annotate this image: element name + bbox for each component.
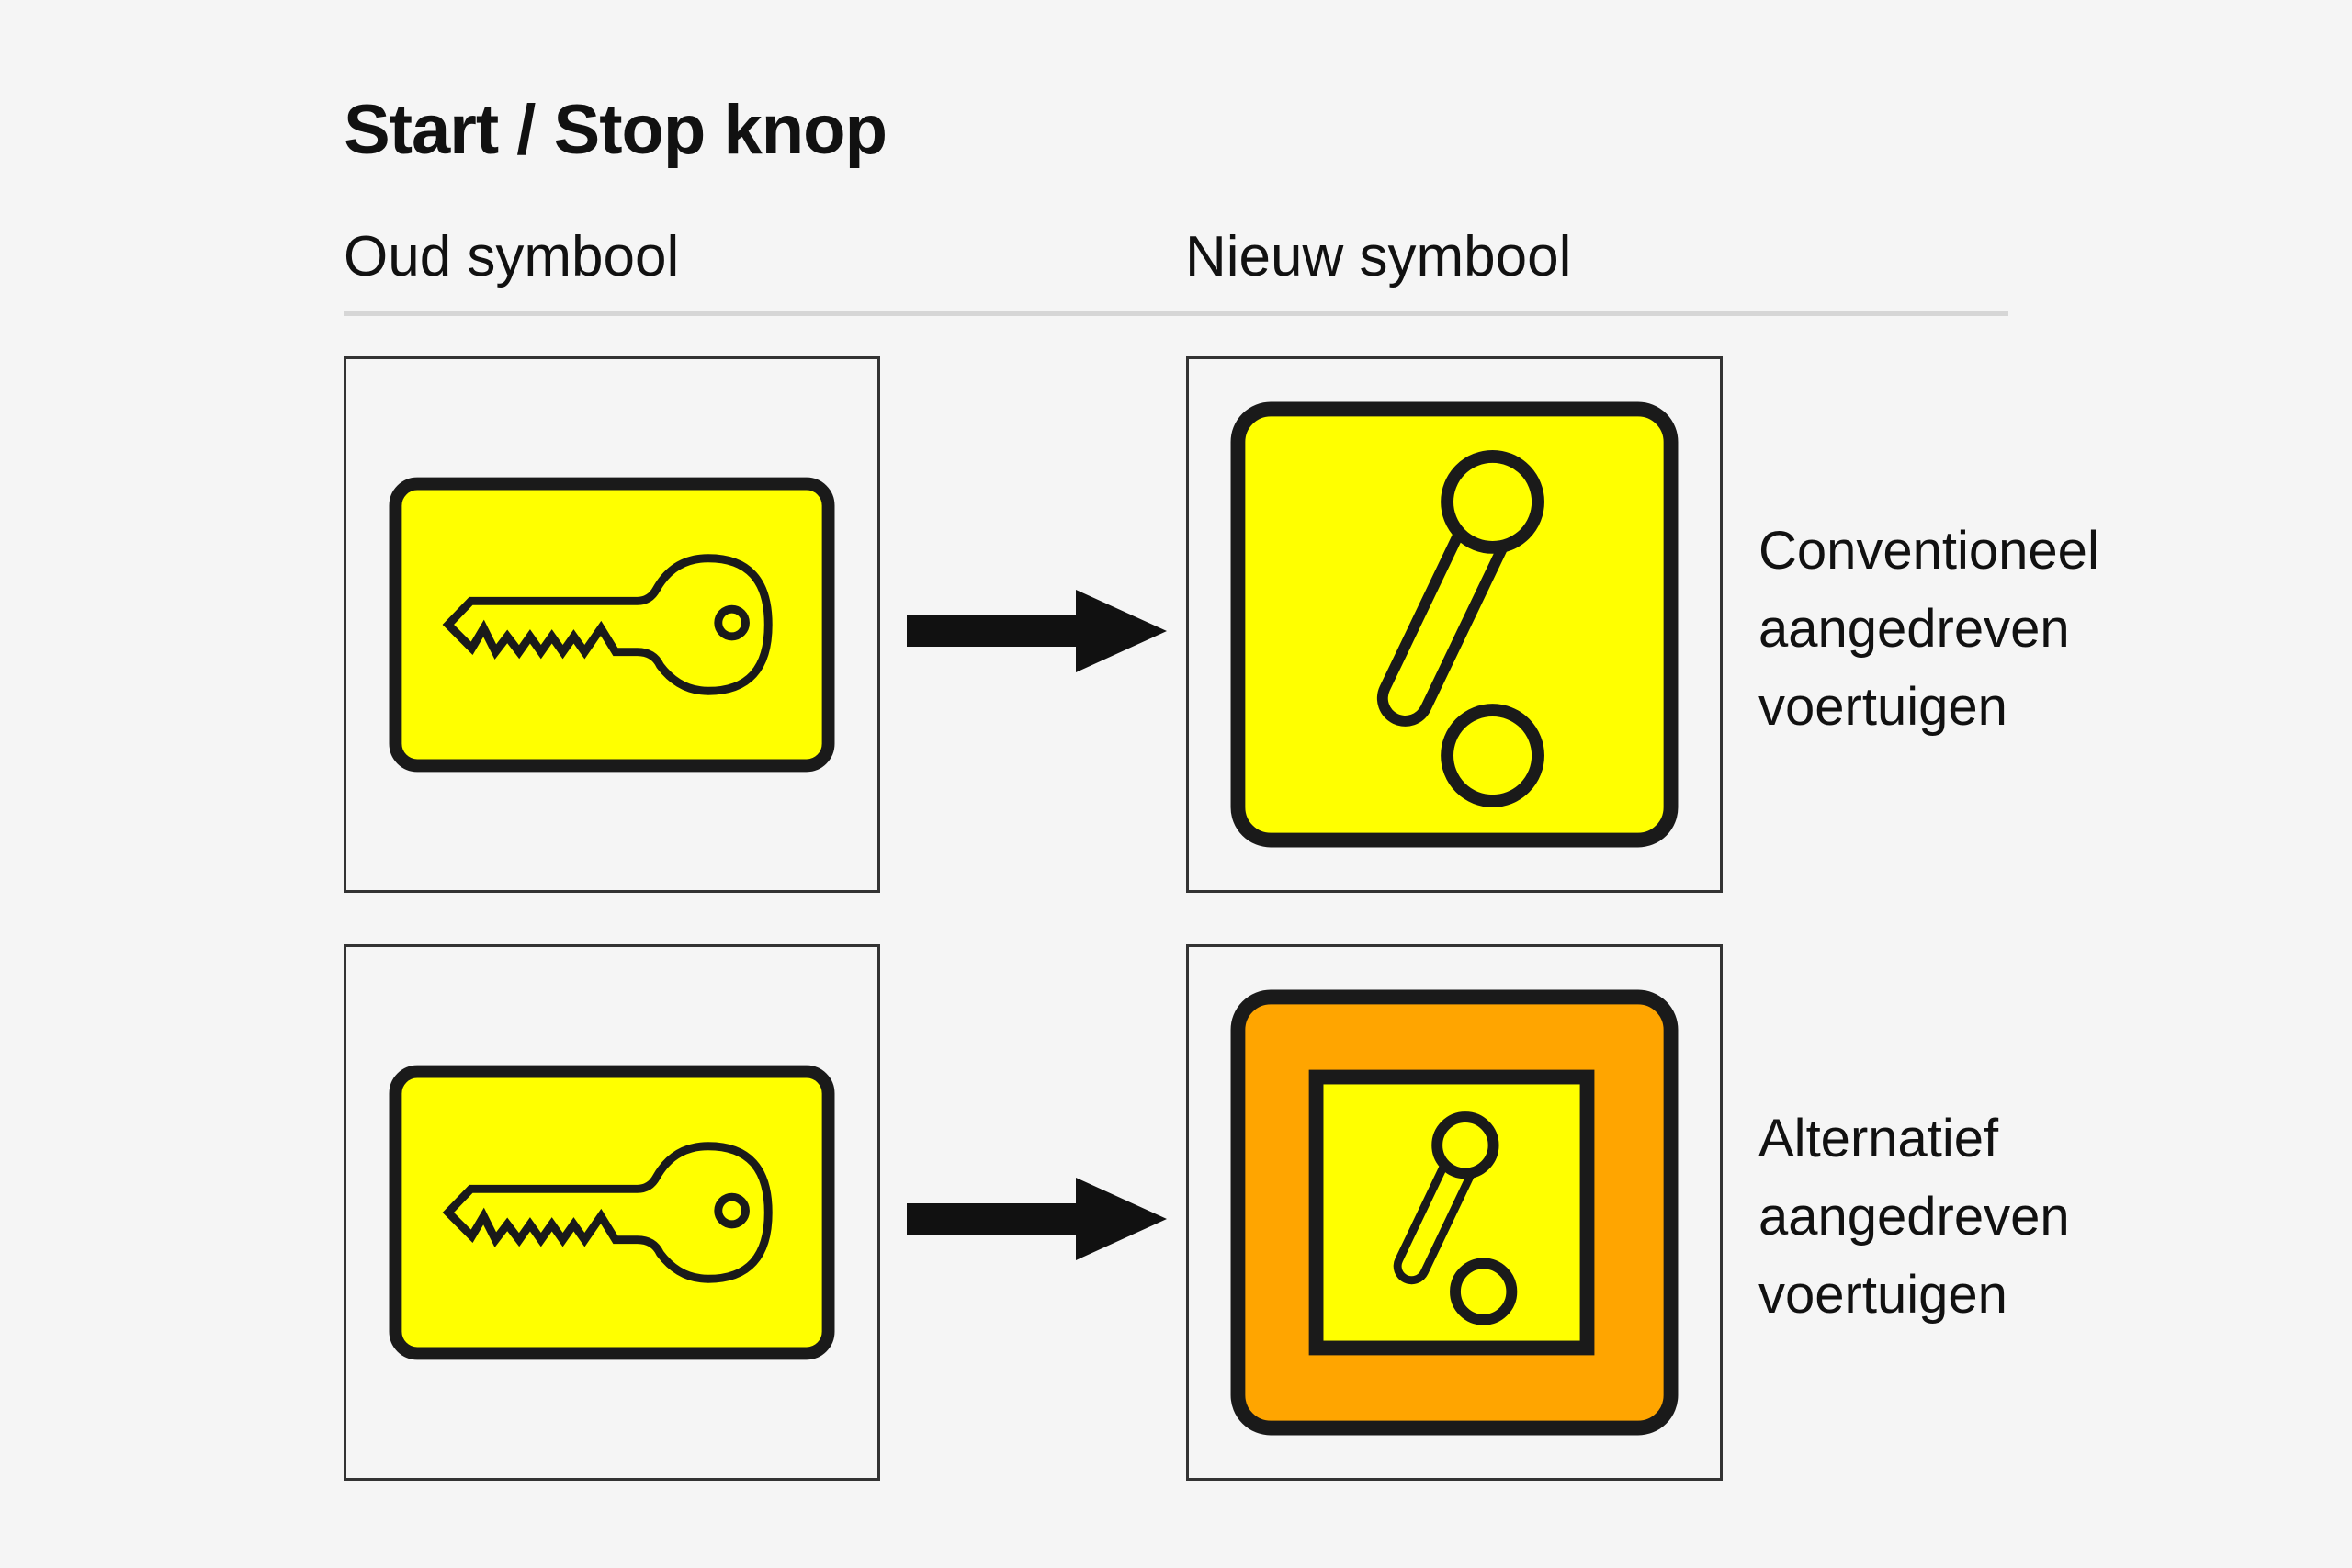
header-divider (344, 311, 2008, 316)
row-label-line: Conventioneel (1758, 521, 2099, 581)
row-label-alternative: Alternatief aangedreven voertuigen (1758, 1100, 2328, 1334)
ignition-lever-icon (1230, 401, 1679, 848)
row-label-line: voertuigen (1758, 1265, 2007, 1325)
arrow-right-icon (903, 1178, 1179, 1260)
key-icon (389, 1065, 835, 1360)
new-symbol-box-conventional (1186, 356, 1723, 893)
row-label-line: Alternatief (1758, 1109, 1999, 1168)
new-symbol-box-alternative (1186, 944, 1723, 1481)
row-label-conventional: Conventioneel aangedreven voertuigen (1758, 512, 2328, 746)
row-label-line: aangedreven (1758, 1187, 2070, 1247)
ignition-lever-framed-icon (1230, 989, 1679, 1436)
column-heading-new: Nieuw symbool (1185, 225, 1572, 288)
column-heading-old: Oud symbool (344, 225, 680, 288)
page-title: Start / Stop knop (344, 91, 888, 169)
row-label-line: aangedreven (1758, 599, 2070, 659)
old-symbol-box-conventional (344, 356, 880, 893)
row-label-line: voertuigen (1758, 677, 2007, 737)
key-icon (389, 477, 835, 773)
old-symbol-box-alternative (344, 944, 880, 1481)
arrow-right-icon (903, 590, 1179, 672)
